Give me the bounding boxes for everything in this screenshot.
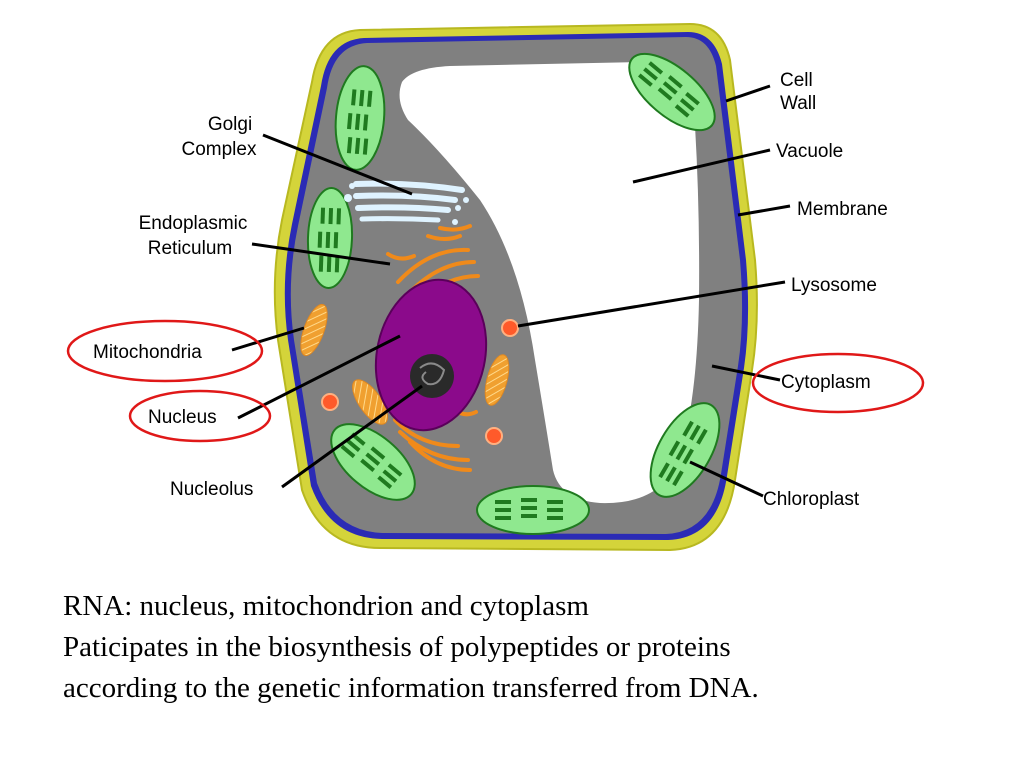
chloroplast-bottom-right xyxy=(649,402,721,498)
highlight-circles xyxy=(66,319,925,443)
highlight-circle-mitochondria xyxy=(66,319,264,383)
label-cell-wall-line2: Wall xyxy=(780,93,816,114)
label-vacuole: Vacuole xyxy=(776,141,843,162)
highlight-circle-cytoplasm xyxy=(751,352,925,414)
label-er-line1: Endoplasmic xyxy=(139,213,248,234)
label-er-line2: Reticulum xyxy=(148,238,232,259)
chloroplast-left xyxy=(306,187,354,289)
label-nucleus: Nucleus xyxy=(148,407,217,428)
golgi-complex xyxy=(344,180,469,225)
label-nucleolus: Nucleolus xyxy=(170,479,253,500)
caption: RNA: nucleus, mitochondrion and cytoplas… xyxy=(63,586,1003,709)
chloroplast-bottom-left xyxy=(330,423,416,501)
chloroplast-top-left xyxy=(334,65,386,171)
label-membrane: Membrane xyxy=(797,199,888,220)
plant-cell-diagram: Cell Wall Golgi Complex Vacuole Membrane… xyxy=(66,22,925,552)
chloroplast-bottom xyxy=(476,485,590,535)
label-lysosome: Lysosome xyxy=(791,275,877,296)
label-golgi-line1: Golgi xyxy=(208,114,252,135)
caption-line-2: Paticipates in the biosynthesis of polyp… xyxy=(63,631,731,663)
mitochondria xyxy=(300,303,510,425)
label-golgi-line2: Complex xyxy=(182,139,257,160)
label-mitochondria: Mitochondria xyxy=(93,342,202,363)
highlight-circle-nucleus xyxy=(128,389,272,443)
label-chloroplast: Chloroplast xyxy=(763,489,860,510)
label-cytoplasm: Cytoplasm xyxy=(781,372,871,393)
caption-line-1: RNA: nucleus, mitochondrion and cytoplas… xyxy=(63,590,589,622)
lysosomes xyxy=(321,319,519,445)
chloroplast-top-right xyxy=(628,52,716,132)
caption-line-3: according to the genetic information tra… xyxy=(63,672,759,704)
vacuole xyxy=(399,61,700,504)
label-cell-wall-line1: Cell xyxy=(780,70,813,91)
leader-lines xyxy=(231,84,791,498)
